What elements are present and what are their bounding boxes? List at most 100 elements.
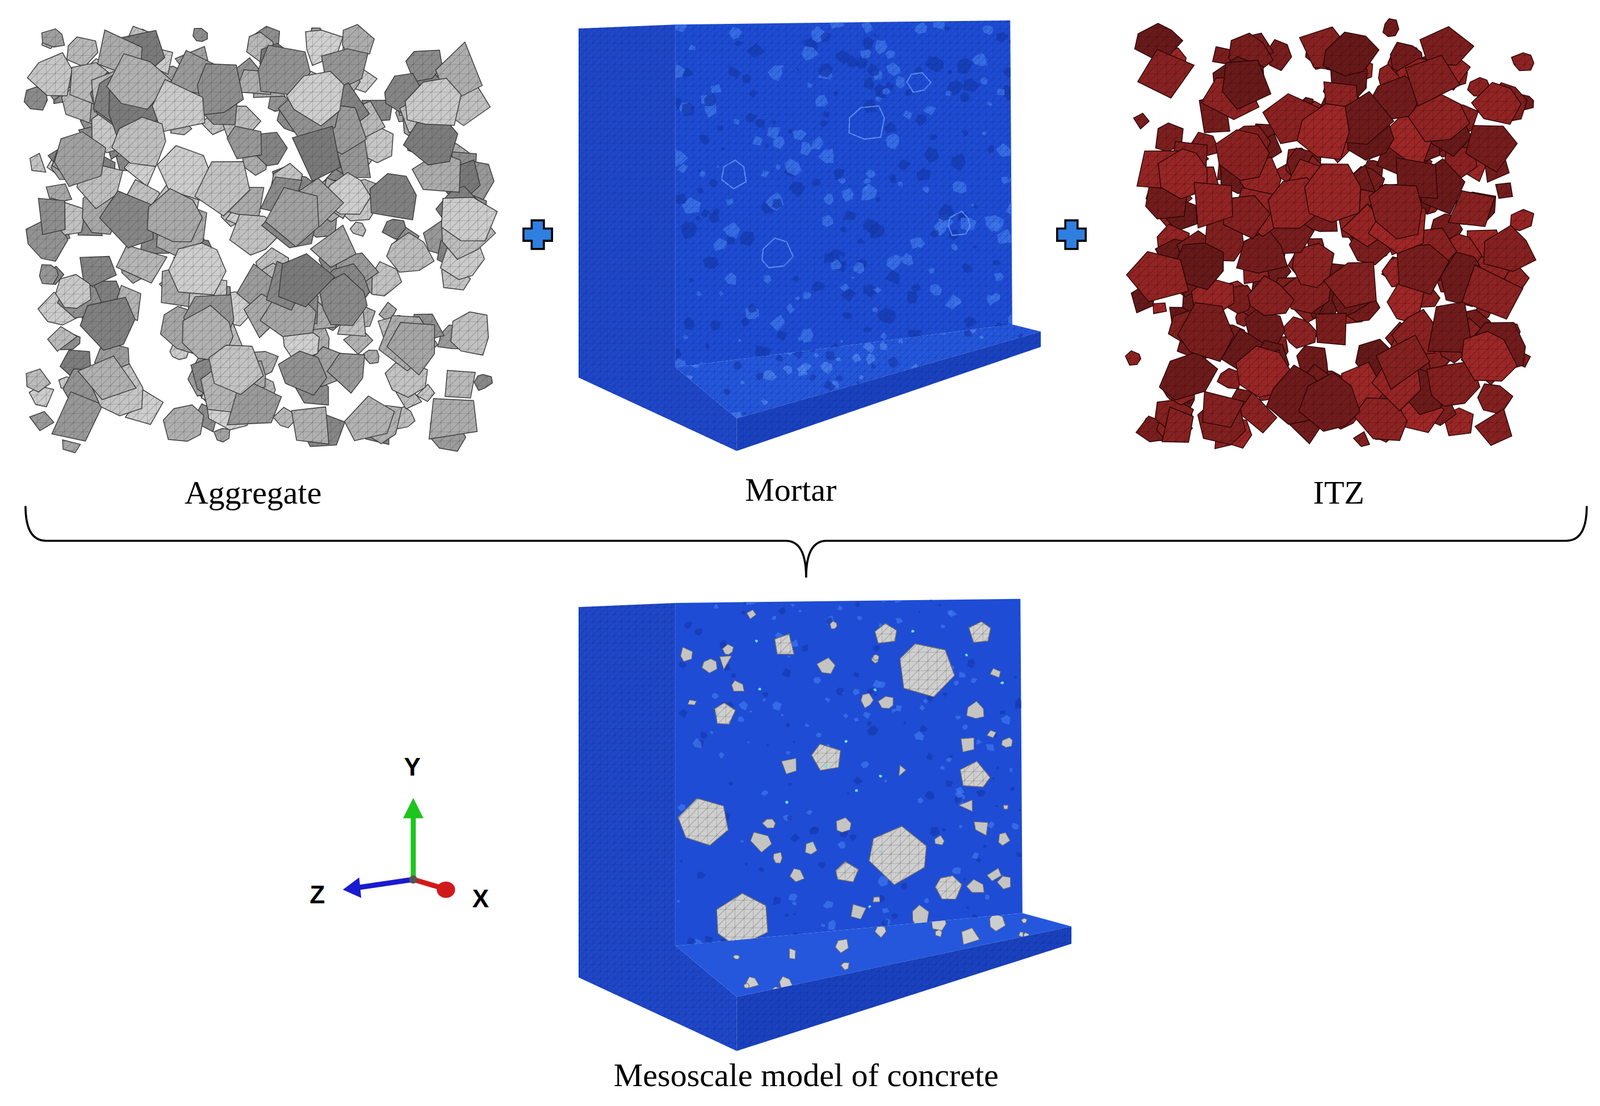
mortar-void (852, 671, 859, 678)
itz-particle (1296, 103, 1350, 160)
aggregate-particle (54, 131, 106, 187)
itz-particle (1322, 31, 1379, 76)
aggregate-particle (27, 52, 73, 96)
pore-dot (878, 849, 882, 853)
itz-particle (1465, 125, 1518, 173)
itz-particle (1137, 49, 1195, 99)
mortar-void (694, 628, 703, 636)
mortar-void (762, 698, 766, 702)
aggregate-section (773, 852, 783, 864)
mortar-void (853, 717, 860, 722)
aggregate-particle (227, 126, 262, 159)
itz-particle (1495, 182, 1513, 199)
mortar-void (785, 722, 790, 728)
itz-particle (1383, 18, 1400, 37)
mortar-void (683, 410, 692, 420)
aggregate-section (835, 861, 859, 882)
mortar-void (1014, 676, 1018, 679)
mortar-void (995, 805, 999, 808)
mortar-void (718, 751, 726, 759)
aggregate-section (844, 915, 856, 927)
aggregate-section (737, 918, 754, 932)
pore-dot (757, 687, 762, 691)
mortar-void (946, 404, 956, 412)
aggregate-particle (310, 225, 356, 268)
mortar-void (958, 824, 963, 829)
mortar-void (966, 906, 970, 909)
aggregate-section (789, 868, 804, 883)
aggregate-particle (99, 190, 153, 248)
mortar-void (923, 897, 929, 904)
mortar-void (852, 688, 860, 696)
aggregate-section (687, 700, 697, 706)
mortar-void (922, 398, 929, 405)
mesoscale-texture (681, 912, 1036, 999)
itz-particle (1461, 331, 1518, 382)
aggregate-particle (193, 28, 208, 42)
aggregate-particle (51, 391, 103, 442)
mortar-void (936, 371, 949, 381)
mortar-void (709, 730, 714, 735)
mortar-void (1015, 700, 1024, 709)
mortar-void (866, 721, 872, 727)
mortar-void (1010, 391, 1025, 404)
aggregate-particle (227, 126, 262, 159)
itz-particle (1477, 383, 1514, 414)
aggregate-section (997, 876, 1011, 890)
mortar-void (931, 387, 936, 393)
mortar-void (964, 362, 971, 368)
mortar-void (985, 894, 990, 900)
mortar-void (1021, 383, 1032, 396)
aggregate-section (733, 955, 740, 960)
itz-particles (1125, 18, 1536, 449)
aggregate-section (774, 634, 794, 655)
itz-particle (1511, 52, 1535, 71)
aggregate-particle (429, 398, 478, 439)
mortar-void (696, 870, 706, 879)
aggregate-particle (291, 407, 329, 445)
mortar-void (918, 610, 921, 614)
aggregate-section (963, 949, 980, 965)
mortar-void (750, 710, 753, 713)
mortar-void (766, 743, 769, 747)
mortar-void (1031, 342, 1036, 347)
aggregate-particle (278, 350, 327, 396)
aggregate-section (968, 621, 991, 643)
aggregate-section (998, 832, 1011, 846)
pore-dot (964, 653, 969, 657)
itz-particle (1396, 244, 1449, 295)
aggregate-particle (194, 161, 250, 216)
aggregate-section (744, 983, 751, 989)
itz-particle (1342, 91, 1394, 145)
mortar-void (788, 782, 793, 786)
aggregate-particle (208, 345, 264, 395)
itz-particle (1298, 372, 1360, 432)
caption-label: Mesoscale model of concrete (613, 1057, 999, 1094)
aggregate-section (899, 643, 955, 698)
aggregate-section (1023, 932, 1029, 939)
aggregate-section (874, 925, 887, 938)
mortar-void (941, 827, 947, 832)
mortar-void (835, 687, 844, 696)
itz-particle (1462, 265, 1523, 320)
aggregate-particle (386, 322, 435, 375)
mortar-void (862, 409, 874, 425)
aggregate-particle (29, 411, 54, 431)
aggregate-section (909, 972, 929, 992)
mortar-void (999, 375, 1005, 382)
mortar-void (953, 680, 959, 686)
mortar-void (1004, 340, 1020, 353)
aggregate-particle (163, 404, 205, 442)
aggregate-particle (62, 440, 81, 454)
pore-dot (868, 905, 872, 909)
mortar-void (878, 681, 886, 689)
itz-particle (1483, 225, 1536, 272)
itz-particle (1202, 391, 1245, 428)
mortar-void (1003, 381, 1013, 389)
aggregate-particle (286, 70, 344, 126)
mortar-void (878, 400, 885, 406)
mortar-void (964, 406, 971, 413)
mortar-void (817, 861, 825, 869)
mortar-void (856, 615, 863, 621)
component-label: ITZ (1313, 474, 1365, 512)
